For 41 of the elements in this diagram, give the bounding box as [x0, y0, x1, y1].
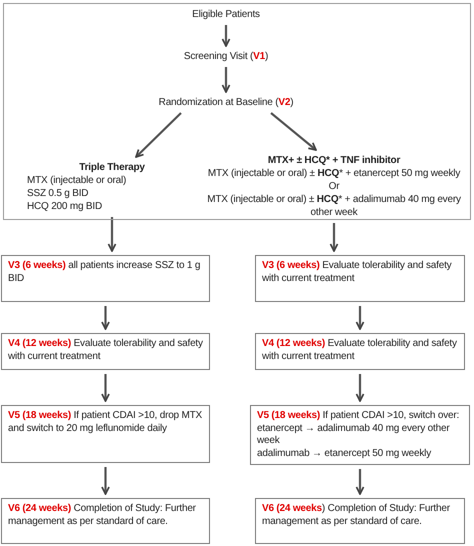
arrow	[356, 374, 364, 402]
step-text: V6 (24 weeks) Completion of Study: Further management as per standard of care.	[8, 503, 197, 528]
step-text: V3 (6 weeks) all patients increase SSZ to 1 g BID	[8, 260, 202, 285]
step-text: Screening Visit (V1)	[182, 50, 270, 63]
flow-frame	[3, 3, 471, 220]
step-text: V5 (18 weeks) If patient CDAI >10, drop MTX and switch to 20 mg leflunomide daily	[8, 410, 203, 435]
step-text: V4 (12 weeks) Evaluate tolerability and safety with current treatment	[8, 338, 203, 363]
visit-box	[1, 405, 210, 463]
visit-box	[255, 333, 465, 370]
step-text: adalimumab → etanercept 50 mg weekly	[257, 448, 432, 460]
arrow	[330, 223, 338, 252]
step-text: Eligible Patients	[191, 8, 261, 21]
visit-box	[255, 498, 465, 544]
step-text: MTX (injectable or oral) ± HCQ* + adalimumab 40 mg every other week	[206, 193, 462, 219]
arm-title: MTX+ ± HCQ* + TNF inhibitor	[266, 154, 402, 167]
visit-box	[1, 255, 210, 302]
arrow	[222, 25, 230, 47]
arrow	[135, 112, 182, 158]
step-text: Randomization at Baseline (V2)	[158, 96, 294, 109]
step-text: HCQ 200 mg BID	[27, 200, 104, 213]
step-text: V4 (12 weeks) Evaluate tolerability and safety with current treatment	[262, 338, 458, 363]
visit-box	[250, 405, 470, 465]
arm-title: Triple Therapy	[78, 161, 146, 174]
arrow	[101, 306, 110, 330]
arrow	[356, 469, 364, 495]
step-text: MTX (injectable or oral)	[27, 174, 128, 187]
arrow	[108, 217, 116, 252]
step-text: MTX (injectable or oral) ± HCQ* + etanercept 50 mg weekly	[206, 167, 462, 180]
arrow	[101, 374, 110, 402]
arrow	[356, 306, 364, 330]
step-text: Or	[328, 180, 340, 193]
step-text: SSZ 0.5 g BID	[27, 187, 90, 200]
arrow	[101, 467, 110, 495]
step-text: V3 (6 weeks) Evaluate tolerability and safety with current treatment	[262, 260, 452, 285]
step-text: V6 (24 weeks) Completion of Study: Further management as per standard of care.	[262, 503, 451, 528]
arrow	[270, 112, 317, 151]
visit-box	[1, 333, 210, 370]
arrow	[222, 67, 230, 93]
visit-box	[1, 498, 210, 544]
visit-box	[255, 255, 465, 302]
step-text: V5 (18 weeks) If patient CDAI >10, switch over:	[257, 410, 460, 422]
